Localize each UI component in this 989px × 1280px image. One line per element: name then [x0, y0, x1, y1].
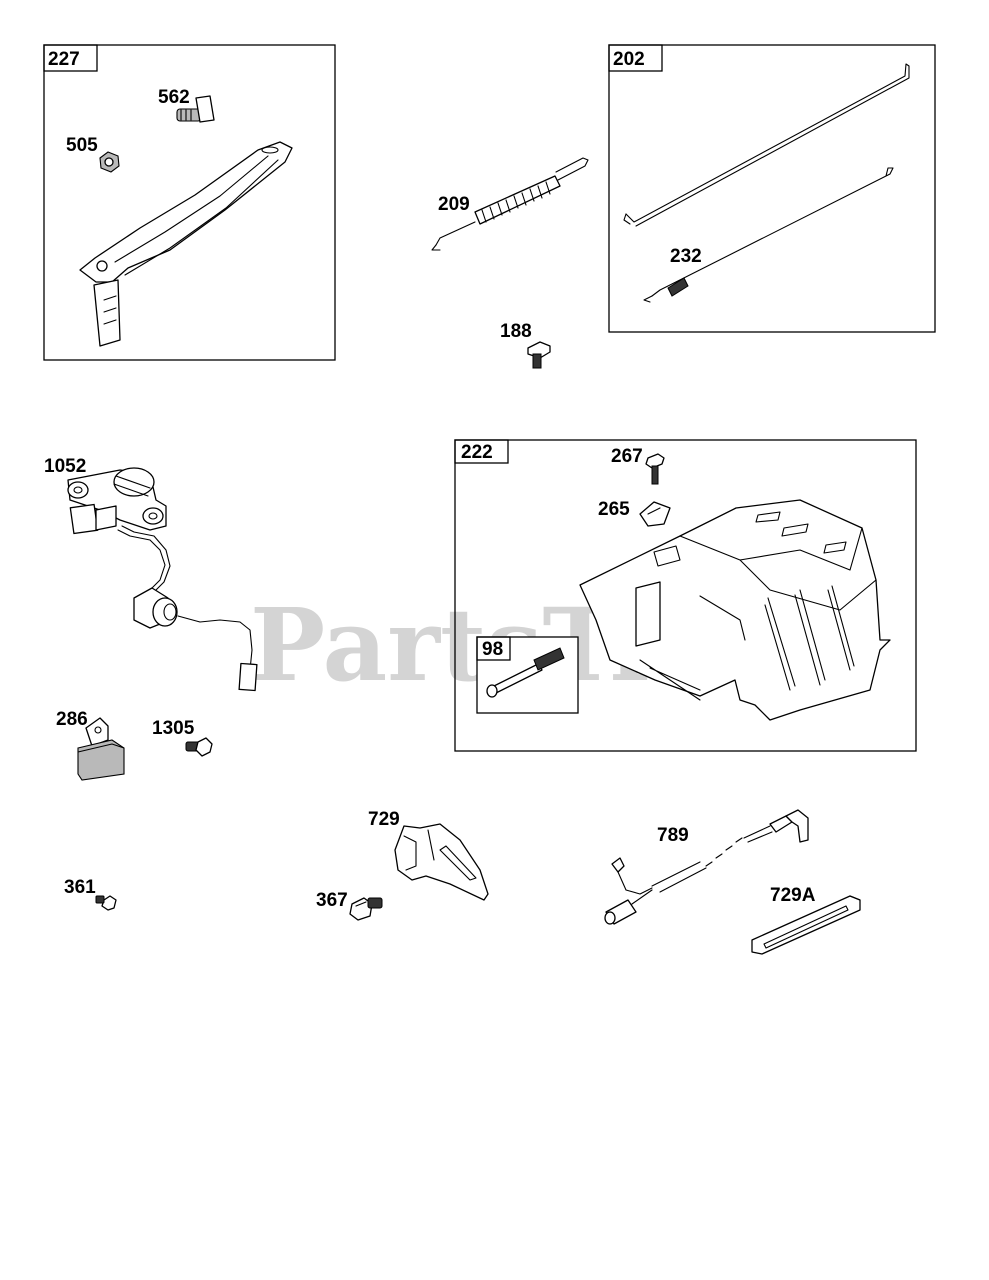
part-label-188: 188: [500, 321, 532, 342]
group-label-222: 222: [461, 442, 493, 463]
group-label-227: 227: [48, 49, 80, 70]
part-label-267: 267: [611, 446, 643, 467]
part-222-control-bracket[interactable]: [579, 499, 891, 721]
part-label-789: 789: [657, 825, 689, 846]
part-209-spring[interactable]: [431, 157, 589, 251]
part-361-screw[interactable]: [95, 895, 117, 911]
part-729-bracket[interactable]: [394, 823, 489, 901]
part-label-209: 209: [438, 194, 470, 215]
part-227-lever-arm[interactable]: [79, 141, 293, 347]
part-label-562: 562: [158, 87, 190, 108]
part-188-bolt[interactable]: [527, 341, 551, 369]
part-label-286: 286: [56, 709, 88, 730]
group-box-202: 202: [608, 44, 936, 333]
part-1052-fuel-solenoid[interactable]: [67, 467, 258, 692]
group-box-227: 227: [43, 44, 336, 361]
part-label-265: 265: [598, 499, 630, 520]
part-label-729a: 729A: [770, 885, 816, 906]
part-label-1305: 1305: [152, 718, 195, 739]
group-label-202: 202: [613, 49, 645, 70]
part-505-nut[interactable]: [99, 151, 120, 173]
part-267-screw[interactable]: [645, 453, 665, 485]
part-1305-bolt[interactable]: [185, 737, 213, 757]
part-286-bracket[interactable]: [77, 717, 125, 781]
group-box-222: 222: [454, 439, 917, 752]
part-label-367: 367: [316, 890, 348, 911]
part-label-505: 505: [66, 135, 98, 156]
part-729a-strap[interactable]: [751, 895, 861, 955]
group-label-98: 98: [482, 639, 503, 660]
part-label-1052: 1052: [44, 456, 86, 477]
part-232-rod-with-spring[interactable]: [643, 167, 894, 303]
part-265-clip[interactable]: [639, 501, 671, 527]
part-label-361: 361: [64, 877, 96, 898]
part-367-bolt[interactable]: [349, 897, 383, 921]
part-562-bolt[interactable]: [176, 95, 215, 123]
part-label-232: 232: [670, 246, 702, 267]
part-789-wire-harness[interactable]: [604, 809, 809, 925]
part-98-pin-and-spring[interactable]: [486, 647, 565, 698]
part-202-rod[interactable]: [623, 63, 910, 227]
part-label-729: 729: [368, 809, 400, 830]
